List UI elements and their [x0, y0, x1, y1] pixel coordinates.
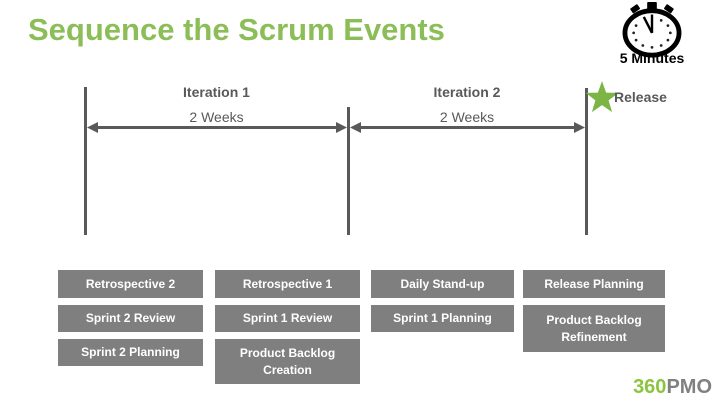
- event-card-retrospective-1[interactable]: Retrospective 1: [215, 270, 360, 298]
- iteration-2-label: Iteration 2: [433, 84, 501, 100]
- event-card-retrospective-2[interactable]: Retrospective 2: [58, 270, 203, 298]
- page-title: Sequence the Scrum Events: [28, 12, 445, 47]
- iteration-1-duration: 2 Weeks: [189, 109, 244, 125]
- iteration-2-duration: 2 Weeks: [439, 109, 495, 125]
- event-card-daily-stand-up[interactable]: Daily Stand-up: [371, 270, 514, 298]
- star-icon: [585, 81, 619, 113]
- stopwatch-icon: [622, 2, 682, 58]
- timer: 5 Minutes: [592, 0, 712, 70]
- event-card-product-backlog-refinement[interactable]: Product Backlog Refinement: [523, 305, 665, 352]
- event-card-sprint-2-review[interactable]: Sprint 2 Review: [58, 305, 203, 332]
- event-card-product-backlog-creation[interactable]: Product Backlog Creation: [215, 339, 360, 384]
- event-card-sprint-1-planning[interactable]: Sprint 1 Planning: [371, 305, 514, 332]
- iteration-1-arrow: [87, 122, 347, 133]
- event-card-sprint-1-review[interactable]: Sprint 1 Review: [215, 305, 360, 332]
- logo-green-part: 360: [633, 376, 667, 398]
- logo-gray-part: PMO: [666, 376, 712, 398]
- event-card-release-planning[interactable]: Release Planning: [523, 270, 665, 298]
- timer-label: 5 Minutes: [619, 50, 685, 66]
- release-label: Release: [614, 89, 667, 105]
- logo-360pmo: 360PMO: [633, 376, 712, 399]
- iteration-1-segment: Iteration 1 2 Weeks: [85, 84, 348, 125]
- iteration-2-arrow: [350, 122, 585, 133]
- iteration-2-segment: Iteration 2 2 Weeks: [348, 84, 586, 125]
- iteration-1-label: Iteration 1: [183, 84, 250, 100]
- event-card-sprint-2-planning[interactable]: Sprint 2 Planning: [58, 339, 203, 366]
